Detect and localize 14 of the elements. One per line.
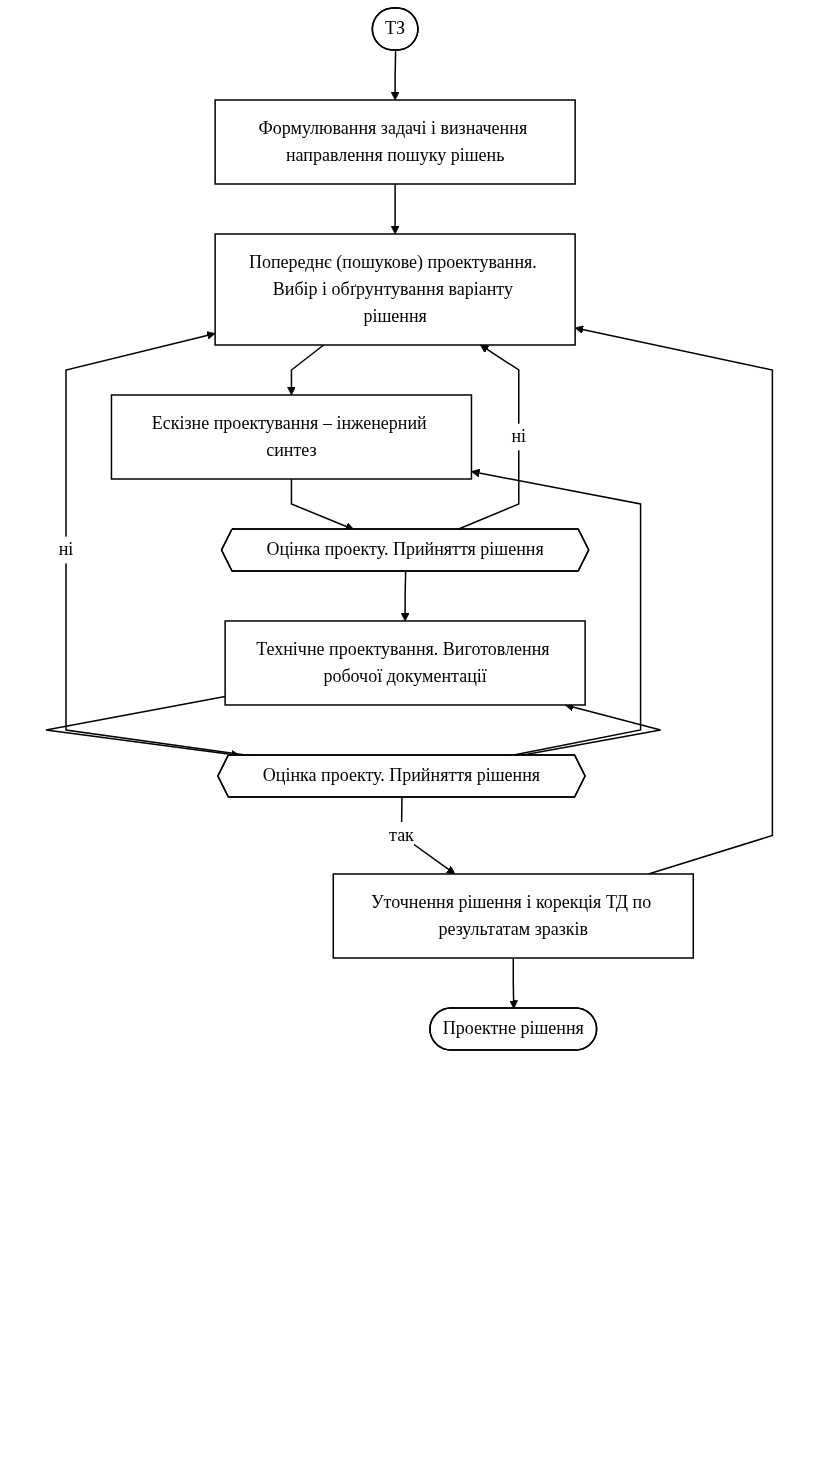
node-box: Формулювання задачі і визначення направлення пошуку рішень xyxy=(214,99,576,185)
arrow xyxy=(390,49,400,101)
arrow xyxy=(509,957,518,1009)
edge-label: ні xyxy=(58,539,74,560)
arrow xyxy=(574,325,773,875)
node-box: Технічне проектування. Виготовлення робочої документації xyxy=(224,620,586,706)
edge-label: так xyxy=(388,824,414,845)
node-box: Попереднє (пошукове) проектування. Вибір і обґрунтування варіанту рішення xyxy=(214,233,576,346)
node-box: Ескізне проектування – інженерний синтез xyxy=(110,394,472,480)
edge-label: ні xyxy=(511,426,526,447)
arrow xyxy=(390,183,400,235)
arrow xyxy=(400,570,410,622)
arrow xyxy=(286,344,325,396)
node-box: Уточнення рішення і корекція ТД по результатам зразків xyxy=(332,873,694,959)
